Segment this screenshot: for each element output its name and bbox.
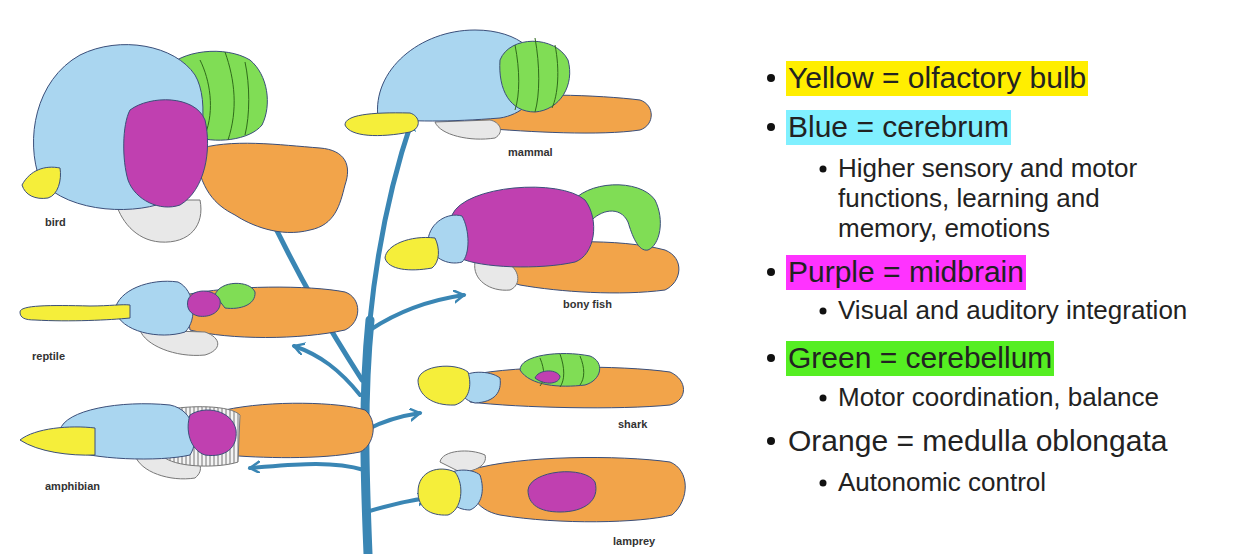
animal-label: mammal bbox=[508, 146, 553, 159]
legend-description: Higher sensory and motor functions, lear… bbox=[838, 154, 1178, 244]
legend-heading: Orange = medulla oblongata bbox=[786, 424, 1169, 459]
legend-description: Visual and auditory integration bbox=[838, 296, 1187, 326]
animal-label: reptile bbox=[32, 350, 65, 363]
legend-heading: Purple = midbrain bbox=[786, 255, 1026, 290]
tree-branch bbox=[370, 120, 412, 320]
olfactory-region bbox=[22, 167, 61, 198]
lamprey-brain bbox=[418, 451, 685, 522]
animal-label: amphibian bbox=[45, 480, 100, 493]
bird-brain bbox=[22, 45, 348, 243]
midbrain-region bbox=[528, 472, 596, 512]
medulla-region bbox=[469, 457, 686, 521]
legend-heading: Green = cerebellum bbox=[786, 341, 1054, 376]
animal-label: lamprey bbox=[613, 535, 655, 548]
midbrain-region bbox=[535, 371, 560, 383]
cerebellum-folia bbox=[200, 52, 249, 140]
bullet bbox=[767, 74, 775, 82]
bony-fish-brain bbox=[385, 185, 679, 293]
olfactory-region bbox=[418, 469, 461, 515]
medulla-region bbox=[195, 143, 348, 232]
olfactory-region bbox=[20, 305, 130, 321]
animal-label: bird bbox=[45, 216, 66, 229]
tree-branch bbox=[370, 295, 464, 330]
bullet bbox=[820, 166, 827, 173]
legend-description: Motor coordination, balance bbox=[838, 383, 1159, 413]
medulla-region bbox=[185, 287, 358, 337]
tree-branch bbox=[250, 464, 364, 470]
bullet bbox=[767, 354, 775, 362]
mammal-brain bbox=[345, 30, 651, 139]
amphibian-brain bbox=[20, 403, 373, 479]
cerebellum-region bbox=[520, 354, 600, 387]
legend-description: Autonomic control bbox=[838, 468, 1046, 498]
bullet bbox=[820, 395, 827, 402]
tree-branch bbox=[366, 413, 420, 430]
bullet bbox=[767, 437, 775, 445]
animal-label: bony fish bbox=[563, 298, 612, 311]
bullet bbox=[767, 268, 775, 276]
olfactory-region bbox=[385, 237, 438, 269]
olfactory-region bbox=[20, 427, 95, 455]
ventral-region bbox=[435, 120, 500, 139]
animal-label: shark bbox=[618, 418, 647, 431]
tree-branch bbox=[294, 346, 360, 395]
cerebellum-region bbox=[215, 283, 255, 308]
legend-heading: Blue = cerebrum bbox=[786, 110, 1011, 145]
cerebellum-region bbox=[500, 41, 570, 112]
bullet bbox=[820, 480, 827, 487]
olfactory-region bbox=[418, 366, 470, 405]
midbrain-region bbox=[124, 100, 208, 207]
midbrain-region bbox=[449, 187, 594, 267]
medulla-region bbox=[225, 403, 373, 457]
bullet bbox=[767, 123, 775, 131]
bullet bbox=[820, 308, 827, 315]
shark-brain bbox=[418, 354, 684, 408]
olfactory-region bbox=[345, 113, 418, 136]
legend-heading: Yellow = olfactory bulb bbox=[786, 61, 1088, 96]
reptile-brain bbox=[20, 281, 358, 355]
cerebellum-folia bbox=[515, 38, 558, 112]
midbrain-region bbox=[188, 410, 236, 456]
midbrain-region bbox=[187, 291, 220, 316]
